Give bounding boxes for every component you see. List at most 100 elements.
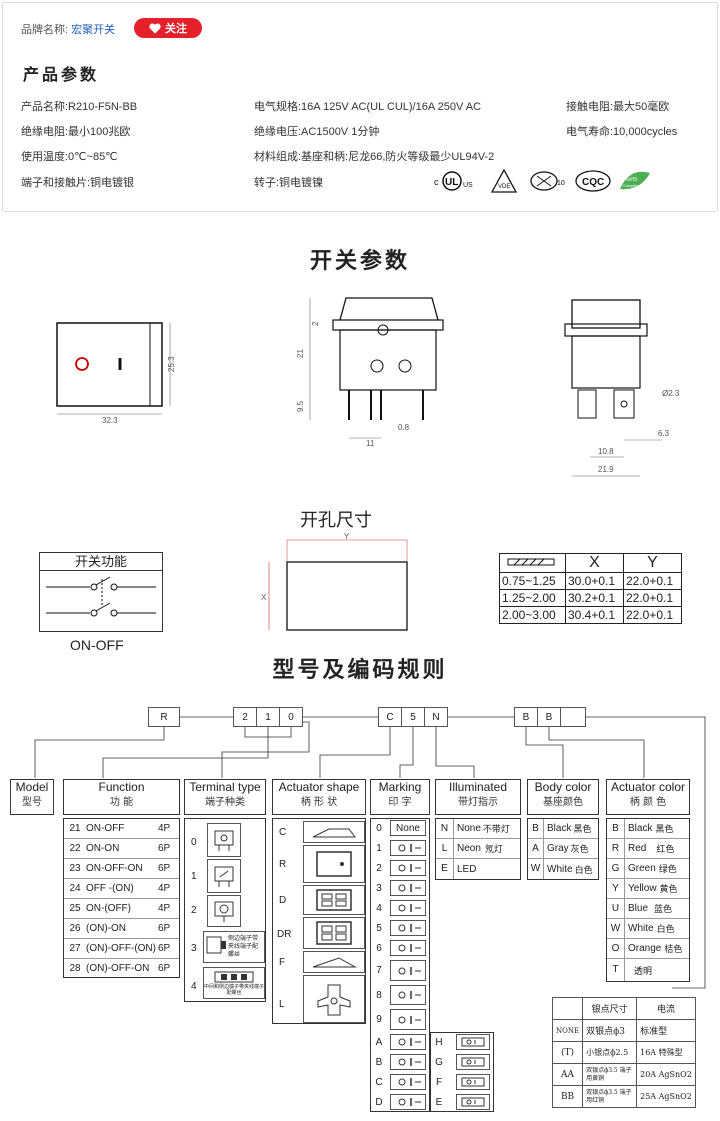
svg-text:VDE: VDE [498, 184, 510, 190]
function-name: (ON)-ON [86, 923, 126, 934]
table-cell: 22.0+0.1 [623, 572, 682, 590]
cutout-x-label: X [261, 593, 267, 602]
illuminated-header: Illuminated 带灯指示 [435, 779, 521, 815]
marking-f-icon [456, 1074, 490, 1090]
spec-item: 绝缘电阻:最小100兆欧 [21, 126, 131, 138]
table-cell: 30.2+0.1 [565, 589, 624, 607]
actuator-code: C [279, 827, 287, 838]
header-cn: 柄 颜 色 [629, 797, 667, 808]
function-name: ON-OFF [86, 823, 125, 834]
marking-5-icon [390, 920, 426, 936]
actuator-color-code: O [607, 938, 625, 959]
spec-item: 端子和接触片:铜电镀银 [21, 177, 135, 189]
svg-text:UL: UL [445, 177, 458, 188]
marking-code: 6 [376, 942, 382, 954]
function-pin: 4P [158, 883, 171, 894]
table-cell: AA [551, 1063, 584, 1086]
table-cell: BB [551, 1085, 584, 1108]
actuator-color-en: White [628, 923, 654, 934]
actuator-header: Actuator shape 柄 形 状 [272, 779, 366, 815]
illuminated-en: Neon [457, 843, 481, 854]
terminal-note: 侧边端子带夹线端子配螺丝 [228, 936, 259, 958]
actuator-color-en: Blue [628, 903, 649, 914]
terminal-4-icon: 中间和侧边端子带夹线端子配螺丝 [203, 967, 265, 999]
function-row: 27(ON)-OFF-(ON)6P [64, 939, 179, 959]
header-en: Illuminated [448, 780, 508, 794]
header-en: Model [15, 780, 49, 794]
hatch-cell [499, 553, 566, 573]
dim-front-height: 25.3 [167, 356, 176, 372]
marking-label: None [396, 822, 420, 834]
follow-button[interactable]: 关注 [134, 18, 202, 38]
marking-9-icon [390, 1009, 426, 1030]
marking-code: 2 [376, 862, 382, 874]
coding-title: 型号及编码规则 [272, 657, 448, 682]
function-pin: 6P [158, 963, 171, 974]
table-header: Y [623, 553, 682, 573]
marking-header: Marking 印 字 [370, 779, 430, 815]
table-header: X [565, 553, 624, 573]
marking-1-icon [390, 840, 426, 856]
svg-text:US: US [463, 182, 473, 189]
illuminated-code: L [436, 838, 454, 859]
function-name: OFF -(ON) [86, 883, 134, 894]
actuator-color-cn: 黑色 [655, 825, 674, 835]
actuator-color-cn: 蓝色 [654, 905, 673, 915]
marking-code: 1 [376, 842, 382, 854]
model-header: Model 型号 [10, 779, 54, 815]
marking-code: 4 [376, 902, 382, 914]
body-color-cn: 灰色 [570, 845, 589, 855]
illuminated-cn: 不带灯 [482, 825, 510, 835]
brand-line: 品牌名称: 宏聚开关 [21, 21, 115, 37]
illuminated-code: E [436, 859, 454, 879]
dim-back-d1: 6.3 [658, 429, 670, 438]
table-cell: (T) [551, 1041, 584, 1064]
header-cn: 端子种类 [205, 797, 245, 808]
svg-text:10: 10 [557, 180, 565, 187]
header-cn: 功 能 [109, 797, 134, 808]
section-title: 产品参数 [23, 65, 100, 84]
terminal-2-icon [207, 895, 241, 927]
body-color-code: W [528, 859, 544, 879]
actuator-color-cn: 白色 [656, 925, 675, 935]
table-cell: 标准型 [636, 1019, 696, 1042]
table-cell: 双银点ϕ3.5 端子用黄铜 [582, 1063, 638, 1086]
dim-side-pin: 9.5 [296, 400, 305, 412]
cutout-drawing: Y X [261, 532, 408, 631]
marking-3-icon [390, 880, 426, 896]
function-code: 26 [69, 923, 81, 934]
brand-link[interactable]: 宏聚开关 [71, 24, 116, 36]
actuator-code: DR [277, 929, 292, 940]
function-header: Function 功 能 [63, 779, 180, 815]
dim-front-width: 32.3 [102, 416, 118, 425]
actuator-r-icon [303, 845, 365, 883]
spec-item: 电气寿命:10,000cycles [566, 126, 678, 138]
svg-text:RoHS: RoHS [624, 177, 638, 183]
actuator-list: C R D DR F L [272, 818, 366, 1024]
body-color-header: Body color 基座颜色 [527, 779, 599, 815]
function-name: ON-(OFF) [86, 903, 131, 914]
table-cell: 20A AgSnO2 [636, 1063, 696, 1086]
marking-extra-code: H [435, 1036, 443, 1048]
marking-code: 3 [376, 882, 382, 894]
header-cn: 柄 形 状 [300, 797, 338, 808]
table-cell: 16A 特殊型 [636, 1041, 696, 1064]
spec-item: 材料组成:基座和柄:尼龙66,防火等级最少UL94V-2 [254, 151, 495, 163]
function-code: 22 [69, 843, 81, 854]
actuator-color-cn: 红色 [656, 845, 675, 855]
side-view: 2 21 9.5 11 0.8 [296, 297, 444, 448]
body-color-code: B [528, 818, 544, 839]
marking-code: C [375, 1076, 383, 1088]
